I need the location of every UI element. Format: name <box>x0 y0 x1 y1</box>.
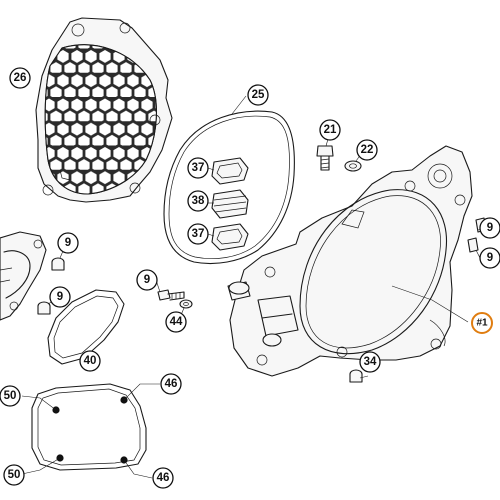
sealing-washer <box>344 160 362 172</box>
callout-9-right-mid-label: 9 <box>487 252 493 264</box>
screw-plug <box>316 145 334 171</box>
callout-46-top-label: 46 <box>165 378 178 390</box>
callout-50-bottom: 50 <box>3 464 25 486</box>
callout-46-bottom: 46 <box>152 467 174 489</box>
outer-clutch-cover <box>35 17 173 203</box>
callout-50-top-label: 50 <box>4 390 17 402</box>
callout-9-left-top: 9 <box>57 232 79 254</box>
callout-50-bottom-label: 50 <box>8 469 21 481</box>
callout-9-left-bottom-label: 9 <box>57 291 63 303</box>
callout-37-bottom-label: 37 <box>192 228 205 240</box>
callout-46-top: 46 <box>160 373 182 395</box>
clutch-cover-gasket <box>163 110 295 265</box>
callout-40-label: 44 <box>170 316 183 328</box>
highlight-ring <box>471 312 493 334</box>
callout-9-right-top: 9 <box>479 217 500 239</box>
callout-9-bottom: 34 <box>359 351 381 373</box>
callout-50-top: 50 <box>0 385 21 407</box>
callout-38: 38 <box>187 190 209 212</box>
bottom-cover-gasket <box>31 383 147 471</box>
dowel-pins <box>37 217 487 383</box>
seal-37-bottom <box>211 223 249 251</box>
callout-21-label: 21 <box>324 124 337 136</box>
callout-44: 9 <box>136 269 158 291</box>
callout-34: 40 <box>79 350 101 372</box>
inner-clutch-cover <box>227 145 473 377</box>
seal-38-middle <box>211 189 249 219</box>
washer-40 <box>179 299 193 309</box>
callout-22: 22 <box>356 139 378 161</box>
callout-25-label: 25 <box>252 89 265 101</box>
callout-25: 25 <box>247 84 269 106</box>
callout-46-bottom-label: 46 <box>157 472 170 484</box>
callout-26: 26 <box>9 67 31 89</box>
callout-38-label: 38 <box>192 195 205 207</box>
water-pump-gasket <box>47 289 125 365</box>
callout-22-label: 22 <box>361 144 374 156</box>
bolt-44 <box>157 289 185 301</box>
callout-34-label: 40 <box>84 355 97 367</box>
callout-highlight-1-label: #1 <box>476 318 488 329</box>
callout-44-label: 9 <box>144 274 150 286</box>
callout-9-bottom-label: 34 <box>364 356 377 368</box>
callout-37-top-label: 37 <box>192 162 205 174</box>
callout-highlight-1[interactable]: #1 <box>471 312 493 334</box>
callout-9-left-top-label: 9 <box>65 237 71 249</box>
callout-40: 44 <box>165 311 187 333</box>
callout-9-right-mid: 9 <box>479 247 500 269</box>
callout-9-right-top-label: 9 <box>487 222 493 234</box>
callout-37-bottom: 37 <box>187 223 209 245</box>
callout-21: 21 <box>319 119 341 141</box>
callout-9-left-bottom: 9 <box>49 286 71 308</box>
callout-37-top: 37 <box>187 157 209 179</box>
callout-26-label: 26 <box>14 72 27 84</box>
water-pump-cover <box>0 231 47 321</box>
seal-37-top <box>211 157 249 185</box>
